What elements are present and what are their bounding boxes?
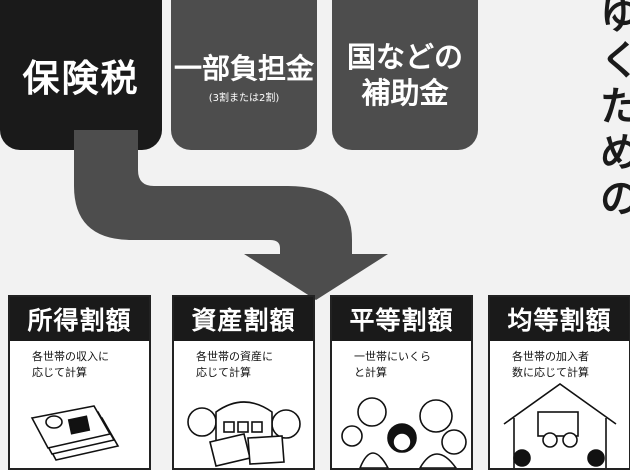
- hokenzei-box: 保険税: [0, 0, 162, 150]
- home-family-icon: [503, 383, 617, 468]
- card-assets-desc: 各世帯の資産に 応じて計算: [196, 350, 273, 379]
- card-assets: 資産割額 各世帯の資産に 応じて計算: [172, 295, 315, 470]
- card-per-member-desc: 各世帯の加入者 数に応じて計算: [512, 350, 589, 379]
- card-per-member-title: 均等割額: [490, 297, 629, 341]
- house-icon: [187, 401, 301, 467]
- card-per-member: 均等割額 各世帯の加入者 数に応じて計算: [488, 295, 630, 470]
- money-icon: [30, 405, 120, 461]
- card-assets-title: 資産割額: [174, 297, 313, 341]
- card-income: 所得割額 各世帯の収入に 応じて計算: [8, 295, 151, 470]
- card-flat: 平等割額 一世帯にいくら と計算: [330, 295, 473, 470]
- subsidy-box: 国などの 補助金: [332, 0, 478, 150]
- card-flat-desc: 一世帯にいくら と計算: [354, 350, 431, 379]
- family-icon: [341, 397, 467, 468]
- vertical-heading: ゆくための: [600, 0, 630, 222]
- card-income-title: 所得割額: [10, 297, 149, 341]
- hokenzei-label: 保険税: [22, 57, 140, 100]
- card-flat-title: 平等割額: [332, 297, 471, 341]
- copay-subtitle: (3割または2割): [208, 92, 280, 104]
- copay-label: 一部負担金: [173, 51, 314, 85]
- subsidy-label: 国などの 補助金: [346, 40, 463, 110]
- card-income-desc: 各世帯の収入に 応じて計算: [32, 350, 109, 379]
- copay-box: 一部負担金 (3割または2割): [171, 0, 317, 150]
